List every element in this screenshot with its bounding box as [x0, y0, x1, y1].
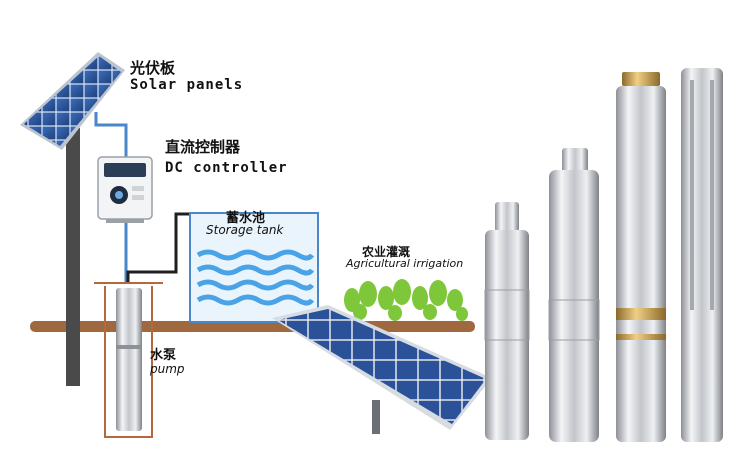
pump-product-1 [484, 202, 530, 440]
solar-label-cn: 光伏板 [130, 59, 176, 77]
tank-label-en: Storage tank [206, 223, 284, 237]
pump-product-2 [548, 148, 600, 442]
pump-product-4 [681, 68, 723, 442]
controller-icon [97, 156, 153, 223]
pump-label-cn: 水泵 [150, 348, 177, 363]
tank-label-cn: 蓄水池 [226, 211, 266, 226]
controller-label-en: DC controller [165, 160, 288, 176]
pump-label-en: pump [150, 362, 185, 376]
solar-label-en: Solar panels [130, 77, 244, 93]
irrigation-label-en: Agricultural irrigation [346, 257, 464, 270]
solar-pole [66, 128, 80, 386]
solar-array-icon [272, 305, 492, 434]
plant-icon [344, 279, 468, 321]
water-pipe [126, 212, 200, 282]
solar-panel-icon [20, 52, 125, 150]
irrigation-label-cn: 农业灌溉 [362, 245, 411, 259]
pump-icon [116, 288, 142, 431]
pump-product-3 [616, 72, 666, 442]
well-casing [104, 286, 153, 438]
water-tank-icon [189, 212, 319, 323]
controller-label-cn: 直流控制器 [165, 138, 241, 156]
power-line-panel [94, 112, 128, 157]
